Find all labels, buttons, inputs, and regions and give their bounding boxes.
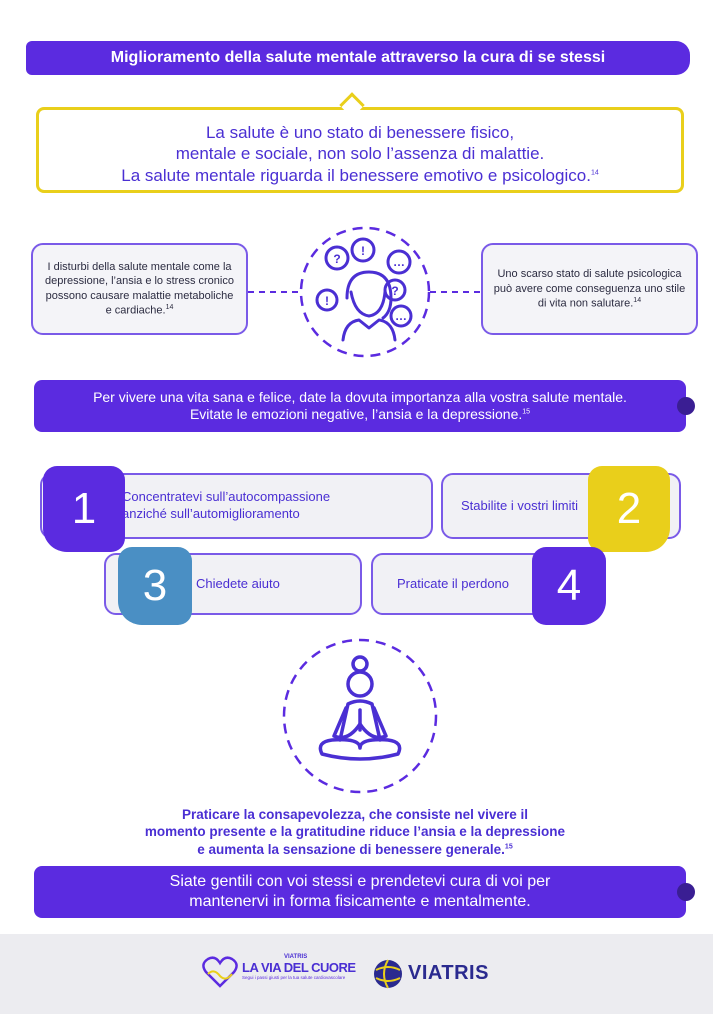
intro-line-2: mentale e sociale, non solo l’assenza di… (175, 144, 545, 164)
svg-text:!: ! (361, 244, 365, 258)
intro-box: La salute è uno stato di benessere fisic… (36, 107, 684, 193)
tip-4-text: Praticate il perdono (397, 575, 510, 591)
statement-bar: Per vivere una vita sana e felice, date … (34, 380, 686, 432)
intro-line-1: La salute è uno stato di benessere fisic… (205, 123, 515, 142)
footer: VIATRIS LA VIA DEL CUORE Segui i passi g… (0, 934, 713, 1014)
page-title: Miglioramento della salute mentale attra… (26, 41, 690, 75)
left-info-text: I disturbi della salute mentale come la … (45, 261, 234, 317)
meditation-icon (282, 638, 438, 794)
tip-2-number: 2 (588, 466, 670, 552)
tip-3-text: Chiedete aiuto (196, 575, 280, 591)
closing-bar-dot (677, 883, 695, 901)
viatris-globe-icon (374, 959, 402, 989)
statement-bar-dot (677, 397, 695, 415)
logo-main-text: LA VIA DEL CUORE (242, 960, 356, 975)
svg-text:!: ! (325, 294, 329, 308)
tip-4-number: 4 (532, 547, 606, 625)
right-info-text: Uno scarso stato di salute psicologica p… (493, 268, 686, 310)
tip-2-text: Stabilite i vostri limiti (461, 497, 579, 513)
tip-3-number: 3 (118, 547, 192, 625)
closing-line-2: mantenervi in forma fisicamente e mental… (189, 893, 531, 910)
closing-bar: Siate gentili con voi stessi e prendetev… (34, 866, 686, 918)
closing-line-1: Siate gentili con voi stessi e prendetev… (169, 873, 551, 890)
viatris-logo-text: VIATRIS (408, 962, 489, 984)
svg-text:?: ? (391, 284, 398, 298)
logo-tagline: Segui i passi giusti per la tua salute c… (242, 975, 346, 980)
right-info-box: Uno scarso stato di salute psicologica p… (481, 243, 698, 335)
left-info-box: I disturbi della salute mentale come la … (31, 243, 248, 335)
mindfulness-line-1: Praticare la consapevolezza, che consist… (182, 807, 528, 822)
svg-text:?: ? (333, 252, 340, 266)
connector-lines (248, 226, 481, 358)
statement-line-1: Per vivere una vita sana e felice, date … (93, 388, 627, 405)
svg-text:…: … (393, 255, 405, 269)
la-via-del-cuore-logo: VIATRIS LA VIA DEL CUORE Segui i passi g… (242, 954, 362, 980)
mindfulness-line-2: momento presente e la gratitudine riduce… (144, 824, 566, 840)
svg-text:…: … (395, 309, 407, 323)
mindfulness-line-3: e aumenta la sensazione di benessere gen… (197, 841, 513, 857)
tip-1-number: 1 (43, 466, 125, 552)
statement-line-2: Evitate le emozioni negative, l’ansia e … (189, 406, 531, 422)
logo-small-brand: VIATRIS (284, 954, 308, 960)
page-title-text: Miglioramento della salute mentale attra… (110, 49, 606, 66)
intro-ref: 14 (590, 168, 599, 176)
mindfulness-text: Praticare la consapevolezza, che consist… (90, 806, 620, 858)
heart-logo-icon (202, 956, 238, 988)
intro-line-3: La salute mentale riguarda il benessere … (121, 165, 599, 185)
anxious-person-icon: ? ! … ? ! … (315, 237, 413, 342)
